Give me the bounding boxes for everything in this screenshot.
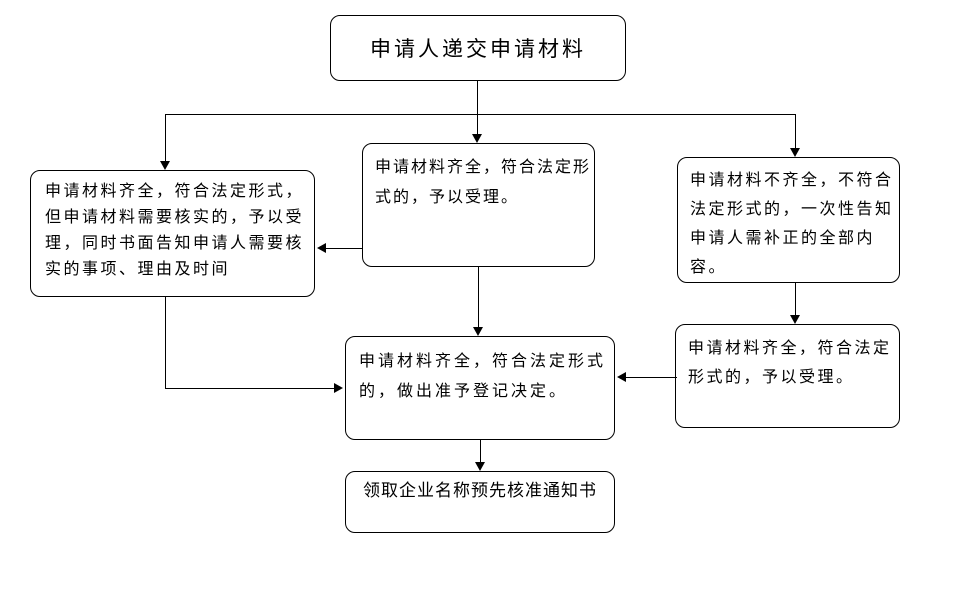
- node-text: 领取企业名称预先核准通知书: [363, 481, 597, 501]
- node-text-line: 申请材料齐全，符合法定: [688, 338, 892, 357]
- edge-top-to-left-line: [165, 114, 166, 162]
- node-text: 申请人递交申请材料: [370, 37, 586, 61]
- arrowhead-left-into-center: [617, 372, 626, 382]
- arrowhead-down-into-middle: [472, 134, 482, 143]
- node-text-line: 法定形式的，一次性告知: [690, 199, 894, 218]
- edge-right-to-rightlower-line: [795, 283, 796, 316]
- node-text-line: 形式的，予以受理。: [688, 367, 855, 386]
- node-text-line: 申请人需补正的全部内: [690, 228, 876, 247]
- node-text-line: 式的，予以受理。: [375, 187, 520, 206]
- arrowhead-right-into-center: [334, 383, 343, 393]
- arrowhead-down-into-right: [790, 148, 800, 157]
- node-materials-need-verification: 申请材料齐全，符合法定形式， 但申请材料需要核实的，予以受 理，同时书面告知申请…: [30, 170, 315, 297]
- node-text-line: 的，做出准予登记决定。: [359, 381, 569, 400]
- node-receive-approval-notice: 领取企业名称预先核准通知书: [345, 471, 615, 533]
- edge-top-stem-line: [477, 81, 478, 114]
- edge-middle-to-center-line: [478, 267, 479, 328]
- arrowhead-down-into-center: [473, 327, 483, 336]
- arrowhead-down-into-left: [160, 161, 170, 170]
- arrowhead-left-into-left: [317, 243, 326, 253]
- node-text-line: 但申请材料需要核实的，予以受: [45, 207, 305, 226]
- node-materials-complete-accepted: 申请材料齐全，符合法定形 式的，予以受理。: [362, 143, 595, 267]
- node-materials-corrected-accepted: 申请材料齐全，符合法定 形式的，予以受理。: [675, 324, 900, 428]
- node-materials-incomplete-notify: 申请材料不齐全，不符合 法定形式的，一次性告知 申请人需补正的全部内 容。: [677, 157, 900, 283]
- arrowhead-down-into-rightlower: [790, 315, 800, 324]
- edge-left-to-center-hline: [165, 388, 335, 389]
- edge-rightlower-to-center-line: [624, 377, 677, 378]
- node-text-line: 申请材料不齐全，不符合: [690, 170, 894, 189]
- edge-branch-bar-line: [165, 114, 796, 115]
- node-text-line: 申请材料齐全，符合法定形: [375, 157, 592, 176]
- edge-middle-to-left-line: [324, 248, 362, 249]
- node-registration-decision: 申请材料齐全，符合法定形式 的，做出准予登记决定。: [345, 336, 615, 440]
- edge-top-to-right-line: [795, 114, 796, 149]
- node-text-line: 申请材料齐全，符合法定形式，: [45, 181, 305, 200]
- node-text-line: 申请材料齐全，符合法定形式: [359, 351, 607, 370]
- arrowhead-down-into-bottom: [475, 462, 485, 471]
- node-text-line: 容。: [690, 257, 728, 276]
- edge-center-to-bottom-line: [480, 440, 481, 463]
- edge-top-to-middle-line: [477, 114, 478, 135]
- node-text-line: 理，同时书面告知申请人需要核: [45, 233, 305, 252]
- node-submit-materials: 申请人递交申请材料: [330, 15, 626, 81]
- edge-left-to-center-vline: [165, 297, 166, 389]
- node-text-line: 实的事项、理由及时间: [45, 259, 231, 278]
